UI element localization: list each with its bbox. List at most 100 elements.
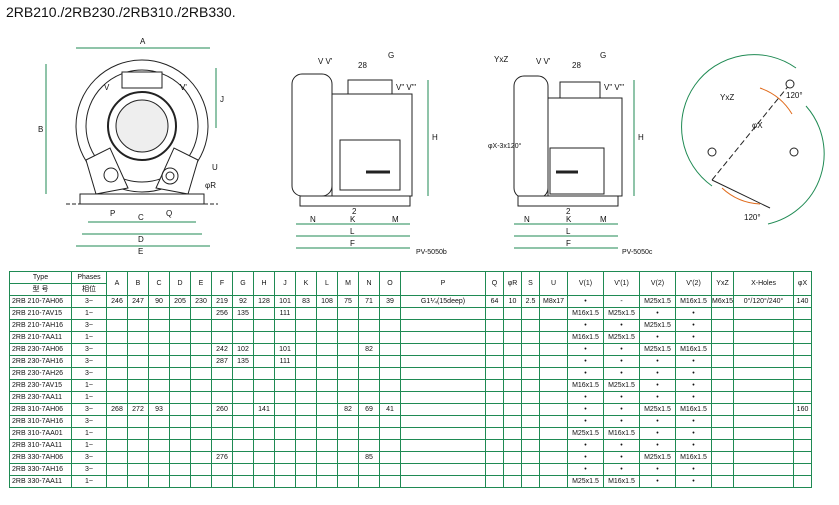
v-label: V [104, 83, 110, 92]
table-cell [400, 319, 486, 332]
side-f-label: F [350, 239, 355, 248]
table-cell [106, 391, 128, 404]
table-cell [485, 343, 504, 356]
table-cell [710, 379, 735, 392]
table-cell: 128 [253, 295, 275, 308]
table-cell: 85 [358, 451, 380, 464]
dim-j-label: J [220, 95, 224, 104]
table-header-cell: YxZ [710, 271, 735, 296]
table-cell: • [567, 415, 604, 428]
table-cell: M8x17 [539, 295, 568, 308]
table-cell [316, 319, 338, 332]
table-cell: 1~ [71, 331, 107, 344]
table-cell [148, 451, 170, 464]
table-cell [503, 391, 522, 404]
table-cell: • [675, 331, 712, 344]
table-cell [503, 367, 522, 380]
table-cell [295, 355, 317, 368]
table-cell [337, 415, 359, 428]
table-cell [379, 415, 401, 428]
side-view-2 [513, 75, 635, 249]
table-cell: • [675, 427, 712, 440]
table-cell [169, 403, 191, 416]
table-cell: 135 [232, 307, 254, 320]
table-cell [232, 463, 254, 476]
side2-m-label: M [600, 215, 607, 224]
table-cell [379, 367, 401, 380]
side2-v-label: V V' [536, 57, 551, 66]
table-cell: • [567, 295, 604, 308]
table-cell [190, 331, 212, 344]
table-cell [253, 379, 275, 392]
flange-yxz-label: YxZ [720, 93, 734, 102]
table-cell [190, 475, 212, 488]
table-cell: • [603, 319, 640, 332]
table-cell: 276 [211, 451, 233, 464]
model-cell: 2RB 230-7AA11 [9, 391, 72, 404]
table-cell [503, 355, 522, 368]
table-cell [379, 463, 401, 476]
table-cell [232, 439, 254, 452]
table-cell [539, 331, 568, 344]
side-l-label: L [350, 227, 355, 236]
table-cell [190, 439, 212, 452]
table-cell [190, 403, 212, 416]
table-cell: • [603, 415, 640, 428]
table-cell: 71 [358, 295, 380, 308]
table-header-cell: E [190, 271, 212, 296]
table-cell: 230 [190, 295, 212, 308]
table-cell [232, 367, 254, 380]
table-cell [190, 463, 212, 476]
model-cell: 2RB 310-7AA11 [9, 439, 72, 452]
table-cell [232, 319, 254, 332]
table-cell [127, 343, 149, 356]
table-cell [106, 427, 128, 440]
table-cell [190, 367, 212, 380]
table-cell [169, 319, 191, 332]
table-cell: • [675, 439, 712, 452]
table-cell [485, 367, 504, 380]
table-cell [169, 451, 191, 464]
dim-p-label: P [110, 209, 115, 218]
table-cell [793, 391, 813, 404]
table-cell: • [567, 355, 604, 368]
right-port-flange [155, 147, 199, 195]
table-cell [106, 307, 128, 320]
dim-e-label: E [138, 247, 143, 256]
table-cell [169, 427, 191, 440]
table-cell: 41 [379, 403, 401, 416]
table-cell [127, 331, 149, 344]
table-cell [733, 307, 795, 320]
table-cell [358, 415, 380, 428]
table-cell [539, 391, 568, 404]
table-cell [316, 391, 338, 404]
table-cell: 1~ [71, 475, 107, 488]
table-cell [793, 307, 813, 320]
table-cell [379, 319, 401, 332]
table-cell [274, 475, 296, 488]
table-cell [337, 307, 359, 320]
table-cell [211, 367, 233, 380]
table-cell: • [639, 427, 676, 440]
table-cell [253, 439, 275, 452]
table-cell [253, 475, 275, 488]
table-cell [211, 319, 233, 332]
table-cell: 3~ [71, 451, 107, 464]
table-cell: 0°/120°/240° [733, 295, 795, 308]
table-cell [733, 475, 795, 488]
table-cell: G1⅟₄(15deep) [400, 295, 486, 308]
table-cell [169, 343, 191, 356]
table-cell [503, 319, 522, 332]
table-cell [148, 319, 170, 332]
table-cell [253, 427, 275, 440]
model-cell: 2RB 210-7AV15 [9, 307, 72, 320]
table-cell [232, 451, 254, 464]
table-cell [106, 355, 128, 368]
table-cell [337, 427, 359, 440]
table-cell [295, 319, 317, 332]
table-cell: • [567, 319, 604, 332]
table-cell [485, 319, 504, 332]
